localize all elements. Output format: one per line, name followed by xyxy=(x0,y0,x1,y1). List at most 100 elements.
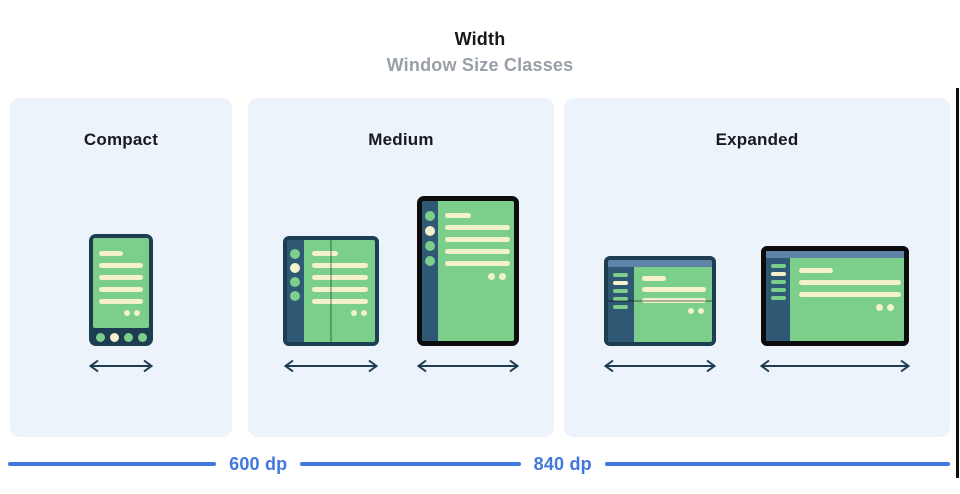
path xyxy=(759,359,770,373)
content-dot xyxy=(498,273,506,280)
panel-medium: Medium xyxy=(248,98,554,437)
content-line xyxy=(444,237,510,242)
sidebar xyxy=(608,267,634,342)
sidebar-line xyxy=(613,273,628,277)
panel-title-medium: Medium xyxy=(368,130,434,149)
device-wrap xyxy=(415,196,521,373)
content-line xyxy=(444,261,510,266)
sidebar-line xyxy=(613,289,628,293)
breakpoint-840dp-label: 840 dp xyxy=(533,453,592,474)
sidebar-dot xyxy=(290,291,300,301)
content-line xyxy=(642,276,666,281)
nav-bar xyxy=(93,328,149,346)
nav-dot xyxy=(95,332,105,342)
sidebar-dot xyxy=(424,256,435,266)
breakpoint-ruler: 600 dp 840 dp xyxy=(8,453,950,474)
foldable-landscape-icon xyxy=(604,256,716,346)
sidebar xyxy=(286,240,304,342)
path xyxy=(508,359,519,373)
width-arrow-icon xyxy=(283,359,378,373)
width-arrow-icon xyxy=(603,359,717,373)
nav-dot xyxy=(123,332,133,342)
device-wrap xyxy=(87,234,155,373)
screen xyxy=(93,238,149,328)
content-line xyxy=(799,268,833,273)
content-line xyxy=(99,275,143,280)
content-line xyxy=(99,299,143,304)
sidebar-line xyxy=(771,296,786,300)
device-area-compact xyxy=(10,234,232,373)
page-subtitle: Window Size Classes xyxy=(386,55,574,75)
content-dots xyxy=(799,304,901,311)
sidebar-dot xyxy=(424,241,435,251)
content-dot xyxy=(698,308,704,314)
title-bar xyxy=(608,260,712,267)
panel-compact: Compact xyxy=(10,98,232,437)
content-dot xyxy=(134,310,140,316)
content-dots xyxy=(99,310,143,316)
sidebar-dot xyxy=(290,277,300,287)
sidebar-line xyxy=(771,264,786,268)
content-line xyxy=(311,263,368,268)
width-arrow-icon xyxy=(416,359,519,373)
width-arrow-icon xyxy=(759,359,911,373)
content-line xyxy=(444,225,510,230)
title-bar xyxy=(766,251,904,258)
sidebar xyxy=(766,258,790,341)
content-line xyxy=(311,287,368,292)
device-wrap xyxy=(282,236,380,373)
screen-body xyxy=(766,258,904,341)
path xyxy=(367,359,378,373)
nav-dot xyxy=(137,332,147,342)
header: Width Window Size Classes xyxy=(0,26,960,78)
content-line xyxy=(444,249,510,254)
device-area-expanded xyxy=(564,246,950,373)
path xyxy=(88,359,99,373)
sidebar-line xyxy=(771,272,786,276)
nav-dot xyxy=(109,332,119,342)
sidebar-dot xyxy=(290,249,300,259)
device-wrap xyxy=(602,256,718,373)
fold-line xyxy=(329,240,332,342)
sidebar-dot xyxy=(290,263,300,273)
fold-line xyxy=(608,300,712,302)
ruler-line-segment xyxy=(300,462,521,466)
screen xyxy=(304,240,375,342)
sidebar-line xyxy=(771,288,786,292)
content-dot xyxy=(360,310,367,316)
sidebar-line xyxy=(613,281,628,285)
content-line xyxy=(99,251,123,256)
path xyxy=(706,359,717,373)
content-line xyxy=(99,287,143,292)
content-line xyxy=(642,287,706,292)
path xyxy=(283,359,294,373)
sidebar-line xyxy=(613,305,628,309)
device-wrap xyxy=(758,246,912,373)
content-line xyxy=(642,298,706,303)
tablet-portrait-icon xyxy=(416,196,519,346)
path xyxy=(143,359,154,373)
content-line xyxy=(311,251,338,256)
sidebar-line xyxy=(613,297,628,301)
panel-title-expanded: Expanded xyxy=(715,130,799,149)
content-dots xyxy=(445,273,510,280)
breakpoint-600dp-label: 600 dp xyxy=(229,453,288,474)
sidebar-dot xyxy=(424,211,435,221)
content-line xyxy=(311,275,368,280)
content-line xyxy=(99,263,143,268)
content-dots xyxy=(312,310,368,316)
sidebar-line xyxy=(771,280,786,284)
content-dots xyxy=(642,308,706,314)
content-line xyxy=(311,299,368,304)
device-area-medium xyxy=(248,196,554,373)
screen xyxy=(634,267,712,342)
sidebar-dot xyxy=(424,226,435,236)
width-arrow-icon xyxy=(88,359,154,373)
screen xyxy=(438,201,514,341)
path xyxy=(416,359,427,373)
content-line xyxy=(799,280,901,285)
content-dot xyxy=(688,308,694,314)
content-line xyxy=(444,213,471,218)
path xyxy=(603,359,614,373)
